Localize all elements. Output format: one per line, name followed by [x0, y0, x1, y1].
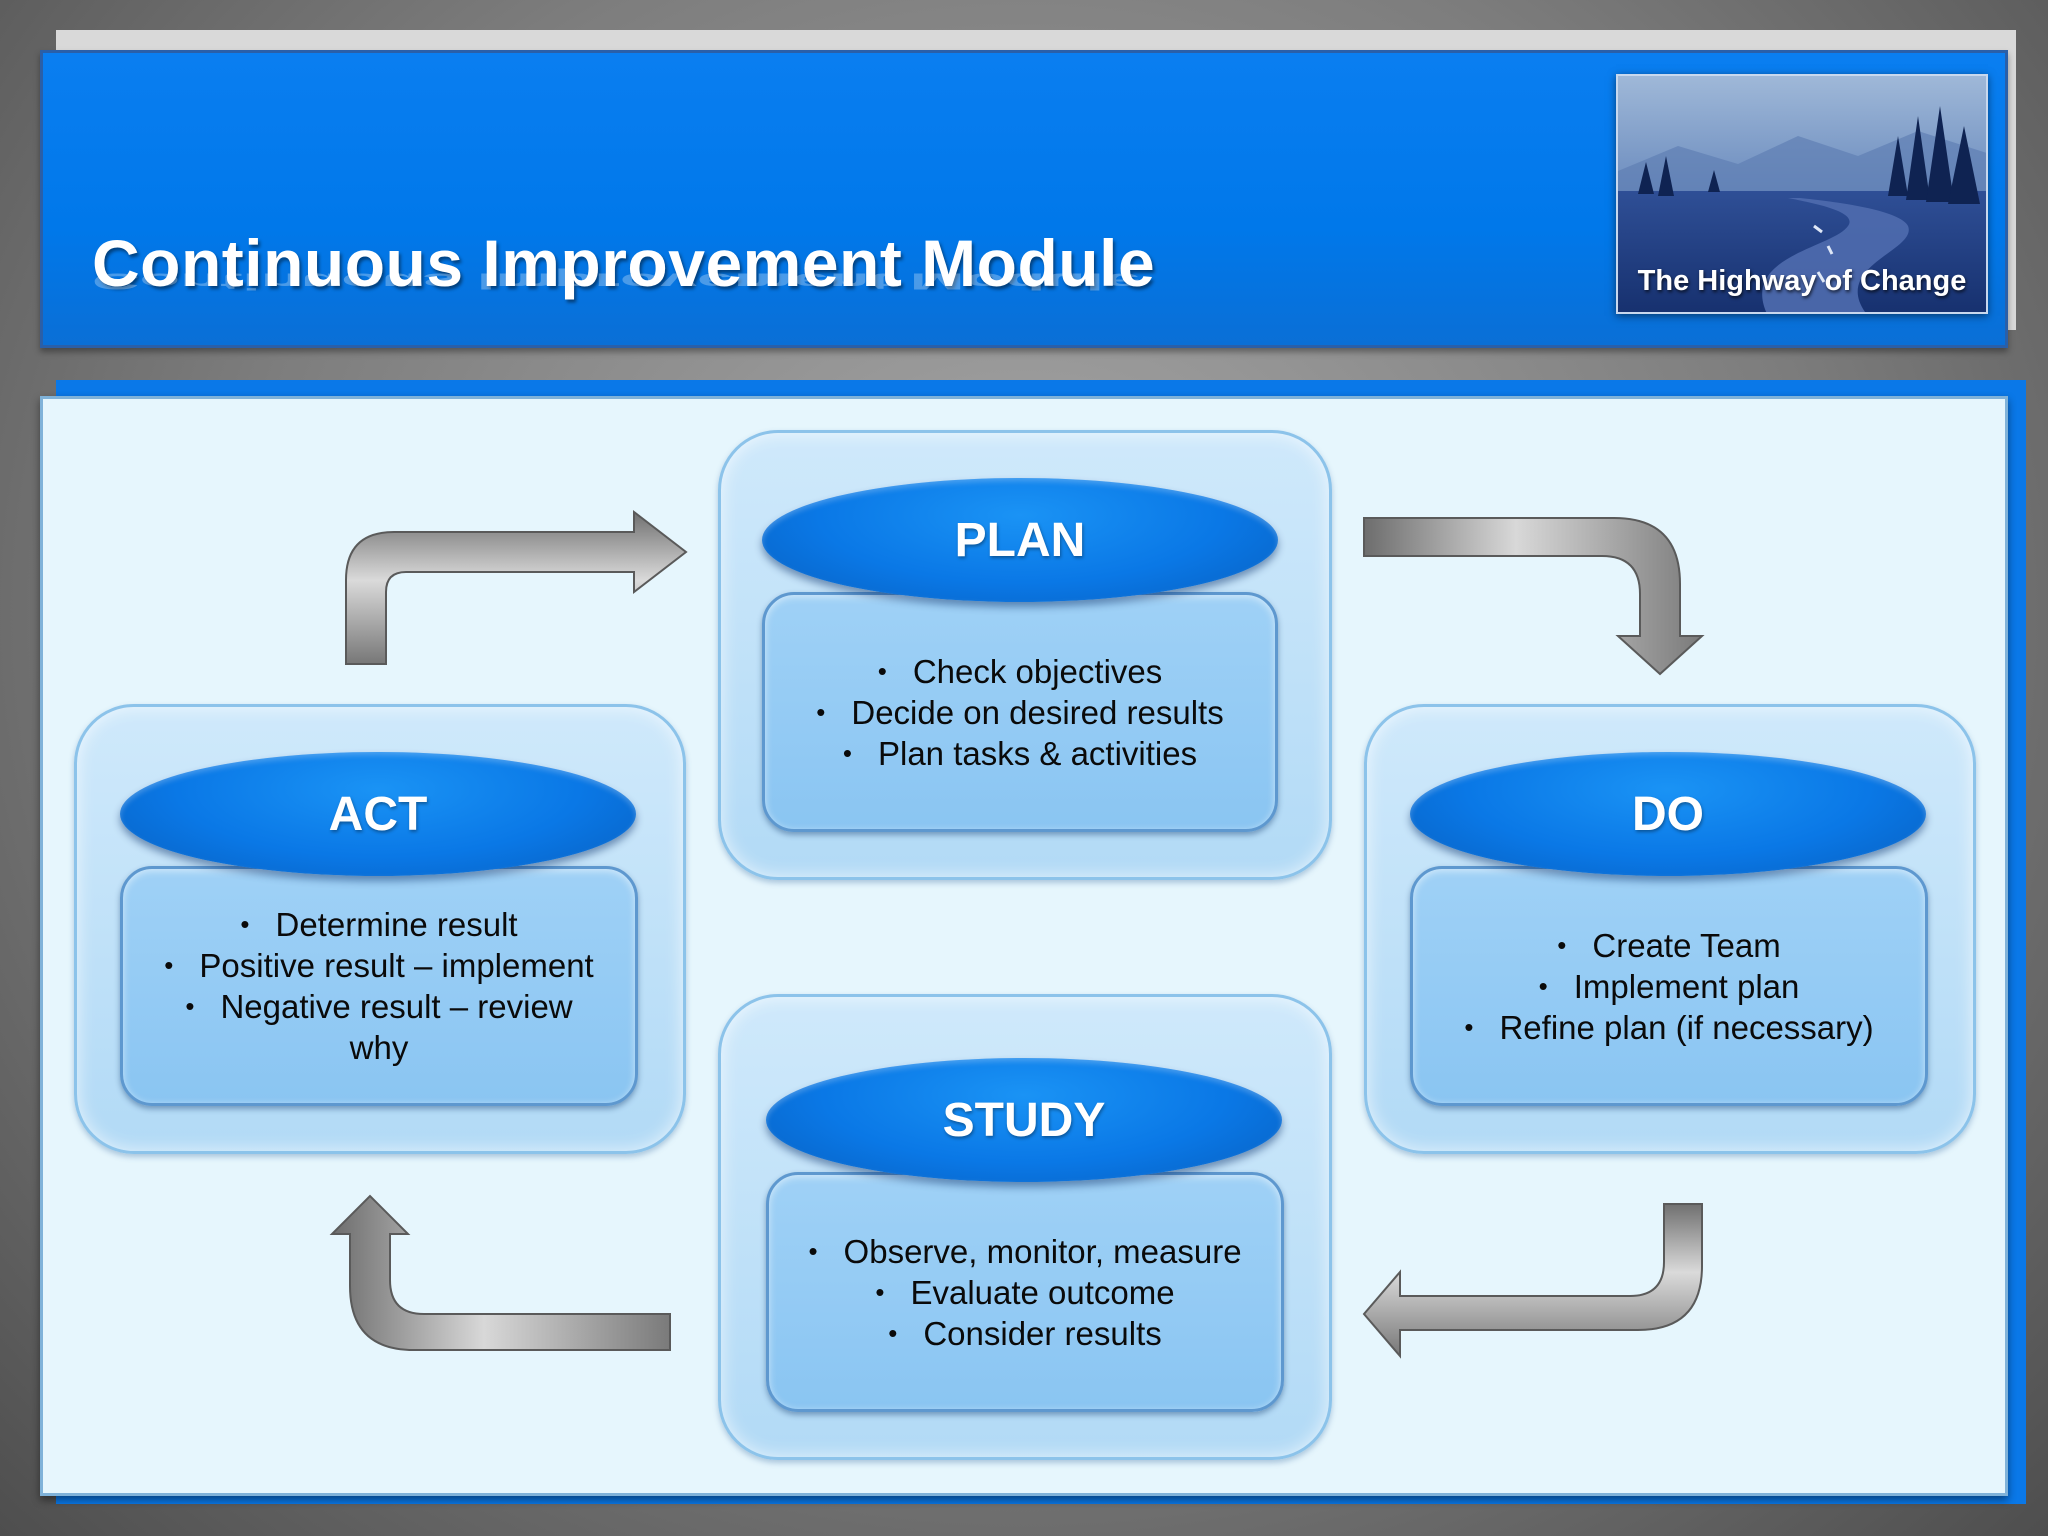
curved-arrow-icon — [329, 1194, 671, 1351]
list-item: Plan tasks & activities — [816, 733, 1223, 774]
plan-list: Check objectives Decide on desired resul… — [816, 651, 1223, 774]
study-list: Observe, monitor, measure Evaluate outco… — [808, 1231, 1242, 1354]
highway-logo: The Highway of Change — [1616, 74, 1988, 314]
logo-caption: The Highway of Change — [1637, 265, 1967, 297]
do-heading: DO — [1410, 752, 1926, 876]
page-title: Continuous Improvement Module — [92, 226, 1156, 300]
list-item: Check objectives — [816, 651, 1223, 692]
road-landscape-image — [1618, 76, 1986, 312]
study-content: Observe, monitor, measure Evaluate outco… — [766, 1172, 1284, 1412]
list-item: Create Team — [1464, 925, 1873, 966]
do-content: Create Team Implement plan Refine plan (… — [1410, 866, 1928, 1106]
list-item: Decide on desired results — [816, 692, 1223, 733]
list-item: Determine result — [154, 904, 604, 945]
study-heading: STUDY — [766, 1058, 1282, 1182]
act-list: Determine result Positive result – imple… — [154, 904, 604, 1068]
do-list: Create Team Implement plan Refine plan (… — [1464, 925, 1873, 1048]
list-item: Refine plan (if necessary) — [1464, 1007, 1873, 1048]
plan-content: Check objectives Decide on desired resul… — [762, 592, 1278, 832]
curved-arrow-icon — [1363, 517, 1705, 676]
act-heading: ACT — [120, 752, 636, 876]
curved-arrow-icon — [1362, 1203, 1703, 1359]
list-item: Evaluate outcome — [808, 1272, 1241, 1313]
list-item: Positive result – implement — [154, 945, 604, 986]
plan-heading: PLAN — [762, 478, 1278, 602]
list-item: Implement plan — [1464, 966, 1873, 1007]
list-item: Consider results — [808, 1313, 1241, 1354]
curved-arrow-icon — [345, 509, 688, 665]
list-item: Observe, monitor, measure — [808, 1231, 1242, 1272]
list-item: Negative result – review why — [154, 986, 604, 1068]
